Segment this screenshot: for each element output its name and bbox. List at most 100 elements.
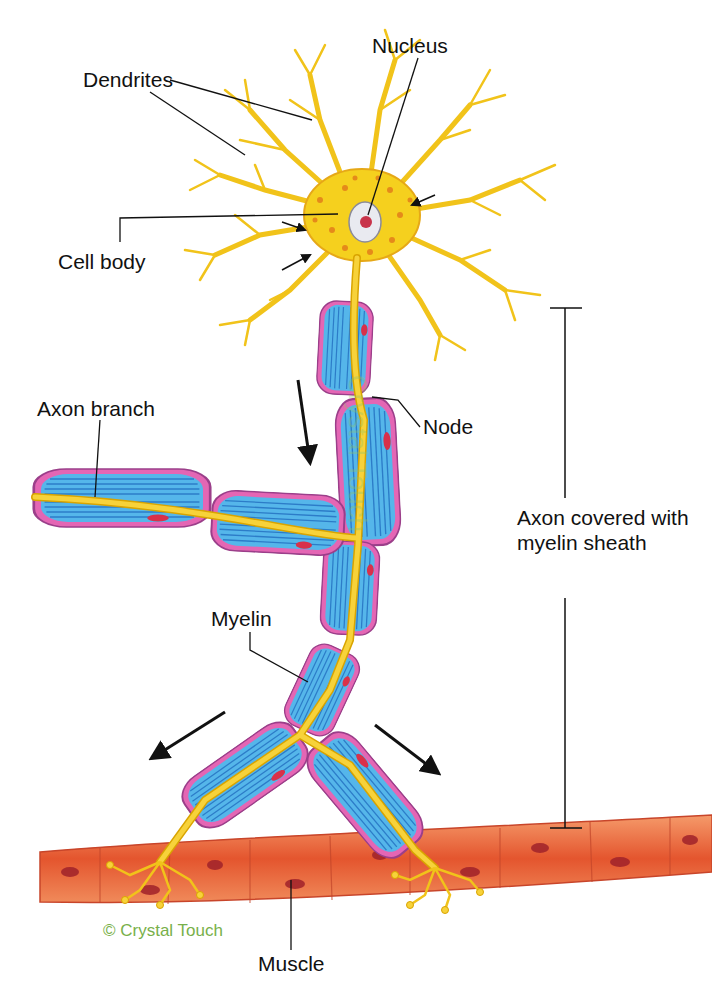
leader-lines-part	[170, 80, 312, 120]
dendrites-part-part	[310, 45, 325, 75]
cell-body-part-part	[387, 187, 393, 193]
dendrites-part-part	[270, 290, 290, 300]
cell-body-part-part	[397, 212, 403, 218]
dendrites-part-part	[385, 250, 440, 335]
cell-body-part-part	[313, 218, 318, 223]
muscle-fiber-part-part	[61, 867, 79, 877]
cell-body-part-part	[342, 185, 348, 191]
muscle-fiber-part-part	[499, 828, 500, 888]
dendrites-part-part	[185, 250, 215, 255]
dendrites-part-part	[195, 160, 220, 175]
leader-lines-part	[250, 632, 308, 682]
dendrites-part-part	[470, 95, 505, 105]
dendrites-part-part	[520, 180, 545, 200]
cell-body-part	[304, 169, 420, 261]
signal-arrows	[152, 195, 438, 773]
cell-body	[304, 169, 420, 261]
axon-terminals-part	[125, 862, 160, 900]
axon-part-part	[35, 497, 358, 538]
signal-arrows-part	[152, 712, 225, 758]
dendrites-part-part	[295, 50, 310, 75]
dendrites-part-part	[240, 140, 285, 150]
dendrites-part-part	[440, 335, 465, 350]
signal-arrows-part-part	[412, 195, 435, 205]
dendrites-part-part	[505, 290, 540, 295]
bracket-part	[550, 827, 582, 829]
muscle-fiber-part-part	[669, 818, 670, 875]
muscle-fiber-part-part	[590, 822, 592, 882]
axon-terminals-part	[160, 862, 200, 895]
axon-terminals-part-part	[122, 897, 129, 904]
part-label: Nucleus	[372, 33, 492, 58]
cell-body-part-part	[367, 249, 373, 255]
signal-arrows-part	[375, 725, 438, 773]
muscle-fiber-part-part	[207, 860, 223, 870]
leader-lines-part	[290, 880, 291, 950]
axon-terminals-part	[410, 868, 435, 905]
cell-body-part-part	[317, 197, 323, 203]
axon-terminals-part	[107, 862, 484, 914]
leader-lines-part	[120, 214, 338, 242]
axon-terminals-part-part	[407, 902, 414, 909]
axon-terminals-part	[395, 868, 435, 880]
part-label: Muscle	[258, 951, 358, 976]
bracket-part	[550, 307, 582, 309]
part-label: Cell body	[58, 249, 198, 274]
dendrites-part-part	[380, 90, 410, 110]
axon-part-part	[160, 258, 364, 862]
axon-terminals-part-part	[107, 862, 114, 869]
axon-terminals-part-part	[477, 889, 484, 896]
dendrites-part-part	[410, 180, 520, 210]
signal-arrows-part-part	[282, 255, 310, 270]
axon-terminals-part	[435, 868, 450, 910]
dendrites-part-part	[235, 215, 260, 235]
leader-lines-part	[368, 58, 418, 215]
signal-arrows-part	[282, 195, 435, 270]
part-label: Dendrites	[83, 67, 223, 92]
muscle-fiber-part-part	[249, 840, 250, 903]
muscle-fiber-part-part	[682, 835, 698, 845]
part-label: © Crystal Touch	[103, 920, 303, 941]
watermark: Crystal Touch	[343, 375, 373, 635]
part-label: Axon branch	[37, 396, 197, 421]
muscle-fiber-part-part	[285, 879, 305, 889]
bracket	[550, 308, 582, 828]
muscle-fiber-part-part	[460, 867, 480, 877]
signal-arrows-part	[298, 380, 310, 462]
axon-part	[35, 258, 435, 868]
axon-terminals-part-part	[442, 907, 449, 914]
dendrites-part-part	[290, 100, 320, 120]
axon-part-part	[160, 258, 364, 862]
cell-body-part-part	[389, 237, 395, 243]
axon	[35, 258, 435, 868]
dendrites-part-part	[435, 335, 440, 360]
dendrites-part-part	[190, 175, 220, 190]
dendrites-part-part	[505, 290, 515, 320]
axon-terminals-part-part	[157, 902, 164, 909]
leader-lines-part	[150, 92, 245, 155]
cell-body-part-part	[329, 227, 335, 233]
dendrites-part-part	[220, 320, 250, 325]
muscle-fiber-part-part	[99, 848, 100, 903]
cell-body-part	[349, 202, 381, 242]
dendrites-part-part	[245, 80, 250, 110]
dendrites-part-part	[395, 105, 470, 190]
cell-body-part-part	[408, 198, 413, 203]
dendrites-part-part	[255, 165, 265, 190]
axon-terminals-part-part	[392, 872, 399, 879]
part-label: Axon covered with myelin sheath	[517, 505, 702, 555]
cell-body-part	[360, 216, 372, 228]
cell-body-part-part	[353, 176, 358, 181]
muscle-fiber-part-part	[610, 857, 630, 867]
cell-body-part	[313, 176, 413, 256]
cell-body-part-part	[342, 245, 348, 251]
leader-lines-part	[372, 397, 420, 427]
dendrites-part-part	[520, 165, 555, 180]
dendrites-part-part	[440, 130, 470, 140]
axon-part-part	[35, 497, 358, 538]
dendrites-part-part	[405, 235, 505, 290]
part-label: Node	[423, 414, 513, 439]
axon-terminals	[107, 862, 484, 914]
leader-lines-part	[95, 420, 100, 497]
